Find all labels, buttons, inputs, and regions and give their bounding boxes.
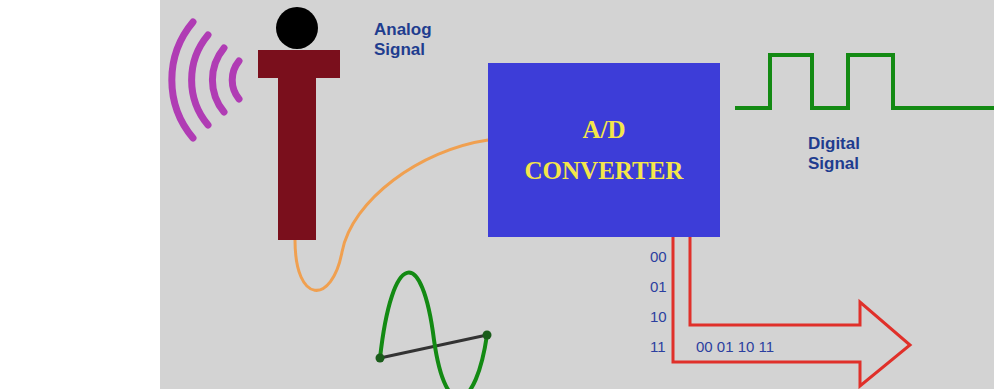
binary-code: 10 bbox=[650, 308, 667, 326]
binary-code: 11 bbox=[650, 338, 666, 356]
binary-code: 01 bbox=[650, 278, 667, 296]
signal-label: Analog Signal bbox=[374, 20, 432, 61]
digital-wave bbox=[735, 55, 994, 108]
analog-wave bbox=[376, 273, 492, 389]
signal-label: Digital Signal bbox=[808, 134, 860, 175]
box-title: A/D CONVERTER bbox=[525, 109, 684, 191]
microphone-cable bbox=[295, 140, 488, 290]
sound-waves bbox=[172, 22, 239, 138]
output-arrow bbox=[673, 237, 910, 386]
binary-sequence: 00 01 10 11 bbox=[696, 338, 774, 356]
converter-box: A/D CONVERTER bbox=[488, 63, 720, 237]
background-panel bbox=[160, 0, 994, 389]
binary-code: 00 bbox=[650, 248, 667, 266]
microphone bbox=[258, 7, 340, 240]
